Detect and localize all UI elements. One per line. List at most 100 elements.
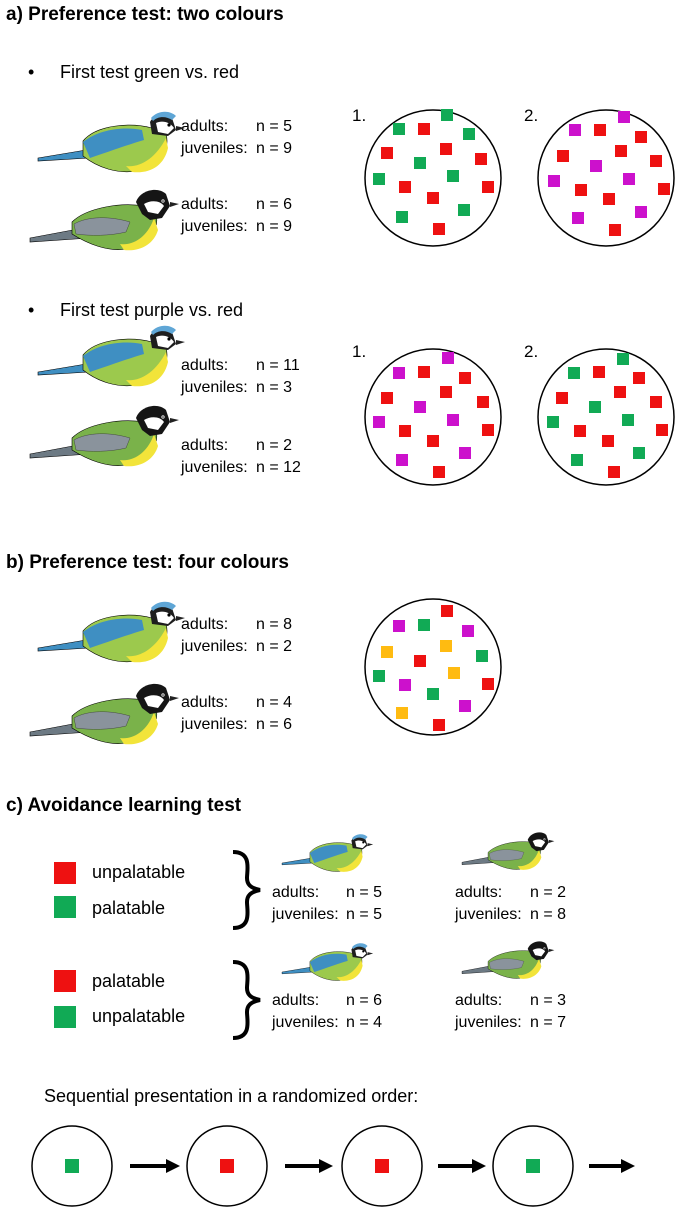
green-square bbox=[476, 650, 488, 662]
dish-squares bbox=[548, 111, 670, 236]
c1-blue-tit-adults-n: n = 5 bbox=[346, 884, 383, 901]
c1-great-tit-juveniles-label: juveniles: bbox=[455, 906, 522, 923]
c1-great-tit-adults-label: adults: bbox=[455, 884, 503, 901]
c1-great-tit-adults-n: n = 2 bbox=[530, 884, 567, 901]
purple-square bbox=[548, 175, 560, 187]
red-square bbox=[557, 150, 569, 162]
red-square bbox=[656, 424, 668, 436]
legend-red-square bbox=[54, 970, 76, 992]
arrow-right-icon bbox=[130, 1159, 180, 1173]
red-square bbox=[427, 435, 439, 447]
red-square bbox=[433, 223, 445, 235]
purple-square bbox=[623, 173, 635, 185]
test2-blue-tit-juveniles-label: juveniles: bbox=[181, 379, 248, 396]
test1-blue-tit-juveniles-n: n = 9 bbox=[256, 140, 293, 157]
test2-blue-tit-juveniles-n: n = 3 bbox=[256, 379, 293, 396]
purple-square bbox=[447, 414, 459, 426]
group1-green-label: palatable bbox=[92, 898, 166, 918]
green-square bbox=[568, 367, 580, 379]
legend-red-square bbox=[54, 862, 76, 884]
red-square bbox=[381, 147, 393, 159]
arrow-right-icon bbox=[285, 1159, 333, 1173]
green-square bbox=[571, 454, 583, 466]
great-tit-icon bbox=[461, 941, 555, 980]
sequence-dish bbox=[492, 1125, 574, 1207]
red-square bbox=[482, 678, 494, 690]
purple-square bbox=[442, 352, 454, 364]
blue-tit-icon bbox=[37, 325, 186, 387]
red-square bbox=[418, 366, 430, 378]
great-tit-icon bbox=[29, 189, 180, 251]
great-tit-icon bbox=[29, 683, 180, 745]
red-square bbox=[615, 145, 627, 157]
purple-square bbox=[590, 160, 602, 172]
c1-blue-tit-juveniles-n: n = 5 bbox=[346, 906, 383, 923]
brace-icon bbox=[232, 960, 261, 1040]
test2-great-tit-adults-label: adults: bbox=[181, 437, 229, 454]
purple-square bbox=[414, 401, 426, 413]
b-blue-tit-adults-label: adults: bbox=[181, 616, 229, 633]
purple-square bbox=[396, 454, 408, 466]
red-square bbox=[603, 193, 615, 205]
green-square bbox=[447, 170, 459, 182]
red-square bbox=[609, 224, 621, 236]
red-square bbox=[658, 183, 670, 195]
legend-green-square bbox=[54, 896, 76, 918]
section-c-heading: c) Avoidance learning test bbox=[6, 795, 242, 816]
red-square bbox=[220, 1159, 234, 1173]
c2-blue-tit-juveniles-n: n = 4 bbox=[346, 1014, 383, 1031]
test1-title: First test green vs. red bbox=[60, 62, 240, 82]
green-square bbox=[414, 157, 426, 169]
dish-four-colours bbox=[364, 598, 502, 736]
test2-blue-tit-adults-label: adults: bbox=[181, 357, 229, 374]
test2-great-tit-juveniles-label: juveniles: bbox=[181, 459, 248, 476]
red-square bbox=[594, 124, 606, 136]
c2-great-tit-adults-label: adults: bbox=[455, 992, 503, 1009]
c1-blue-tit-adults-label: adults: bbox=[272, 884, 320, 901]
arrow-right-icon bbox=[438, 1159, 486, 1173]
red-square bbox=[433, 719, 445, 731]
great-tit-icon bbox=[461, 832, 555, 871]
test1-blue-tit-adults-n: n = 5 bbox=[256, 118, 293, 135]
red-square bbox=[482, 424, 494, 436]
green-square bbox=[458, 204, 470, 216]
sequence-dish bbox=[186, 1125, 268, 1207]
red-square bbox=[650, 396, 662, 408]
test1-great-tit-juveniles-label: juveniles: bbox=[181, 218, 248, 235]
red-square bbox=[633, 372, 645, 384]
red-square bbox=[440, 386, 452, 398]
test1-great-tit-adults-n: n = 6 bbox=[256, 196, 293, 213]
purple-square bbox=[399, 679, 411, 691]
red-square bbox=[441, 605, 453, 617]
red-square bbox=[575, 184, 587, 196]
group2-green-label: unpalatable bbox=[92, 1006, 186, 1026]
test1-great-tit-adults-label: adults: bbox=[181, 196, 229, 213]
c2-great-tit-juveniles-n: n = 7 bbox=[530, 1014, 567, 1031]
sequence-dish bbox=[341, 1125, 423, 1207]
red-square bbox=[602, 435, 614, 447]
red-square bbox=[574, 425, 586, 437]
test2-blue-tit-adults-n: n = 11 bbox=[256, 357, 300, 374]
red-square bbox=[608, 466, 620, 478]
red-square bbox=[593, 366, 605, 378]
purple-square bbox=[572, 212, 584, 224]
purple-square bbox=[462, 625, 474, 637]
green-square bbox=[526, 1159, 540, 1173]
green-square bbox=[463, 128, 475, 140]
section-a-heading: a) Preference test: two colours bbox=[6, 4, 284, 25]
c2-great-tit-juveniles-label: juveniles: bbox=[455, 1014, 522, 1031]
sequence-caption: Sequential presentation in a randomized … bbox=[44, 1086, 419, 1106]
green-square bbox=[418, 619, 430, 631]
section-b-heading: b) Preference test: four colours bbox=[6, 552, 289, 573]
purple-square bbox=[618, 111, 630, 123]
c1-blue-tit-juveniles-label: juveniles: bbox=[272, 906, 339, 923]
dish-squares bbox=[373, 109, 494, 235]
red-square bbox=[414, 655, 426, 667]
red-square bbox=[556, 392, 568, 404]
green-square bbox=[633, 447, 645, 459]
test1-great-tit-juveniles-n: n = 9 bbox=[256, 218, 293, 235]
b-great-tit-juveniles-n: n = 6 bbox=[256, 716, 293, 733]
group1-red-label: unpalatable bbox=[92, 862, 186, 882]
b-blue-tit-juveniles-label: juveniles: bbox=[181, 638, 248, 655]
red-square bbox=[650, 155, 662, 167]
